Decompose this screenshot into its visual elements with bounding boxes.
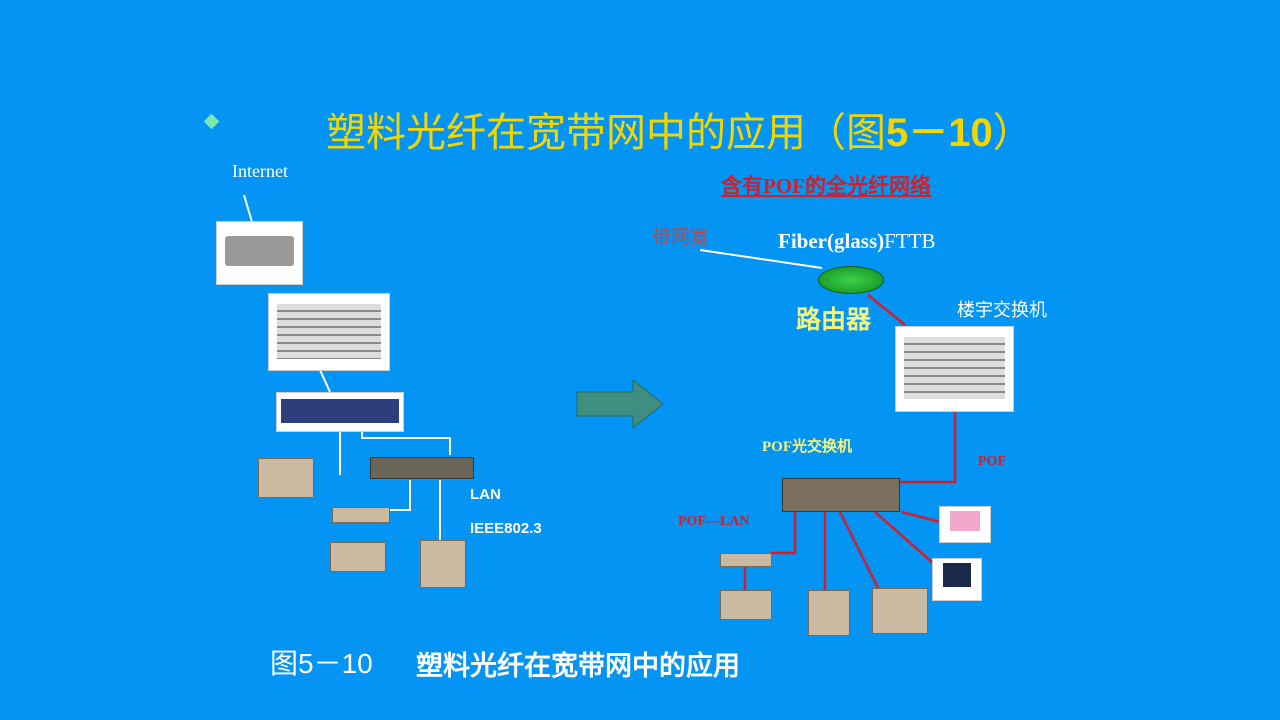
slide-title: 塑料光纤在宽带网中的应用（图5－10） xyxy=(326,110,1033,156)
transceiver-icon xyxy=(332,507,390,523)
lan-label: LAN xyxy=(470,486,501,503)
hub-icon xyxy=(370,457,474,479)
building-switch-image xyxy=(895,326,1014,412)
transceiver-icon xyxy=(720,553,772,567)
pof-label: POF xyxy=(978,454,1006,469)
pof-switch-label: POF光交换机 xyxy=(762,439,852,455)
pof-network-heading: 含有POF的全光纤网络 xyxy=(721,174,931,198)
printer-icon xyxy=(330,542,386,572)
fiber-label: Fiber(glass)FTTB xyxy=(778,229,936,253)
computer-icon xyxy=(420,540,466,588)
desktop-computer-icon xyxy=(258,458,314,498)
pof-lan-label: POF---LAN xyxy=(678,514,750,529)
computer-icon xyxy=(808,590,850,636)
laptop-icon xyxy=(939,506,991,543)
desktop-computer-icon xyxy=(872,588,928,634)
modem-image xyxy=(216,221,303,285)
ieee-label: IEEE802.3 xyxy=(470,520,542,537)
internet-label: Internet xyxy=(232,161,288,181)
router-label: 路由器 xyxy=(796,306,872,334)
router-icon xyxy=(818,266,884,294)
broadband-label: 带网宽 xyxy=(652,227,710,248)
lan-switch-image xyxy=(276,392,404,432)
pof-switch-icon xyxy=(782,478,900,512)
printer-icon xyxy=(720,590,772,620)
laptop-icon xyxy=(932,558,982,601)
chassis-switch-image xyxy=(268,293,390,371)
caption-text: 塑料光纤在宽带网中的应用 xyxy=(416,651,740,682)
building-switch-label: 楼宇交换机 xyxy=(957,300,1047,320)
right-arrow-icon xyxy=(576,378,664,430)
caption-figure-number: 图5－10 xyxy=(270,648,373,679)
